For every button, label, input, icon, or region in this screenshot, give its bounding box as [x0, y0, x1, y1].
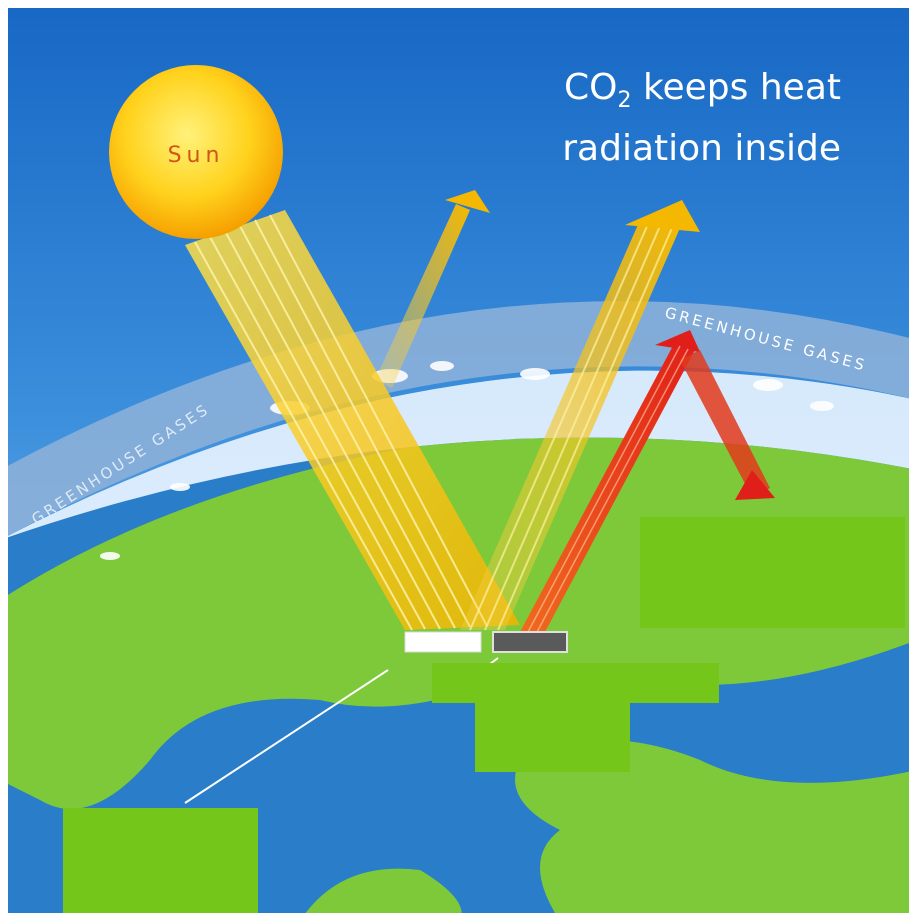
reflected-sunlight-small	[375, 190, 490, 388]
label-box-center-top	[432, 663, 719, 703]
label-box-right	[640, 517, 905, 628]
label-box-bottom-left	[63, 808, 258, 913]
title-subscript: 2	[617, 88, 632, 114]
title-line-1: CO2 keeps heat	[481, 64, 841, 125]
white-surface	[404, 631, 482, 653]
reflected-sunlight-large	[460, 200, 700, 631]
sun-label: Sun	[168, 143, 225, 168]
title-line-2: radiation inside	[562, 128, 841, 170]
atmosphere-haze	[0, 370, 917, 640]
dark-surface	[492, 631, 568, 653]
black-sea	[640, 697, 760, 752]
heat-radiation	[520, 330, 775, 633]
sun-disc	[109, 65, 283, 239]
land-south-east	[515, 740, 917, 921]
incoming-sunlight	[185, 210, 520, 631]
land-south	[300, 868, 462, 921]
sun: Sun	[109, 65, 283, 239]
label-box-center	[475, 700, 630, 772]
title: CO2 keeps heat radiation inside	[481, 64, 841, 173]
title-rest: keeps heat	[631, 67, 841, 108]
title-prefix: CO	[564, 67, 618, 108]
white-surface-leader	[184, 669, 389, 804]
